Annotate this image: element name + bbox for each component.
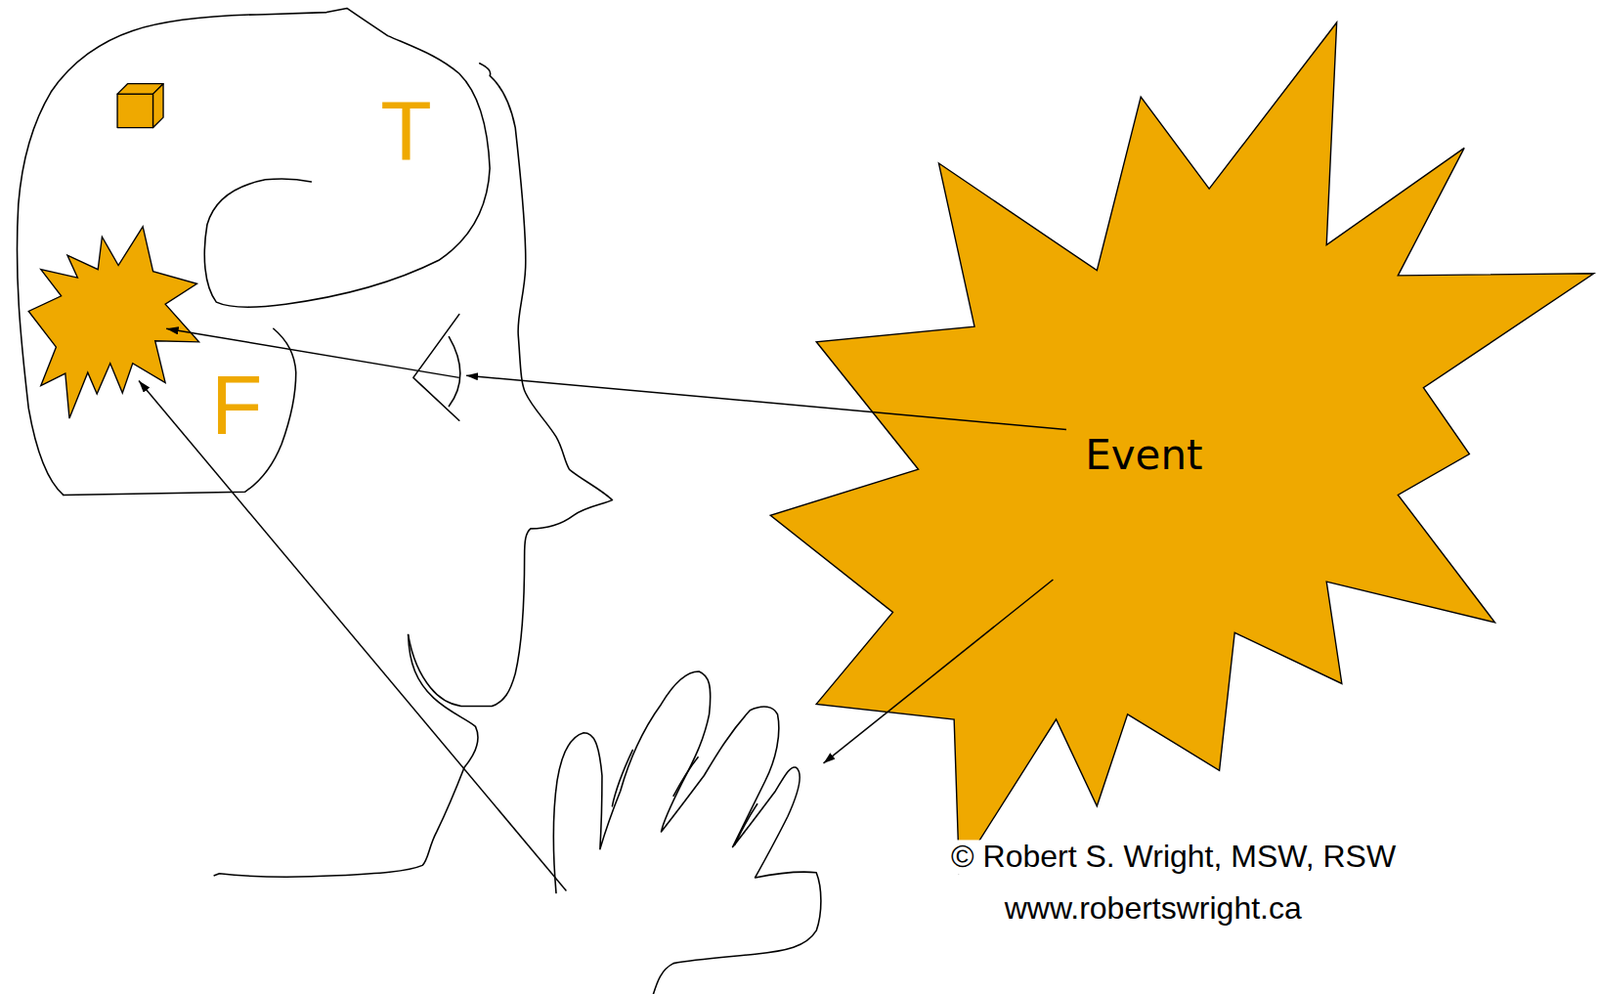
cube-icon xyxy=(153,84,164,129)
eye-symbol xyxy=(413,314,460,422)
starburst-shape xyxy=(770,22,1595,873)
lobe-label: T xyxy=(377,83,435,176)
brain-outline xyxy=(16,7,490,495)
eye-symbol xyxy=(448,337,460,407)
face-profile xyxy=(408,63,613,707)
hand-crease xyxy=(611,749,633,806)
hand-crease xyxy=(673,757,698,797)
cube-icon xyxy=(117,93,154,128)
event-starburst: Event xyxy=(770,21,1595,873)
lobe-label: F xyxy=(208,358,266,452)
hand-outline xyxy=(553,671,822,994)
arrow-line xyxy=(466,375,1067,430)
node-label: Event xyxy=(1084,431,1203,478)
website-note: www.robertswright.ca xyxy=(1001,892,1305,927)
arrow-line xyxy=(138,380,566,891)
neck-outline xyxy=(214,634,478,877)
arrow-line xyxy=(823,579,1054,764)
arrow-line xyxy=(166,328,460,378)
copyright-note: © Robert S. Wright, MSW, RSW xyxy=(948,839,1399,874)
mini-starburst xyxy=(28,226,199,419)
hand-crease xyxy=(735,804,758,846)
